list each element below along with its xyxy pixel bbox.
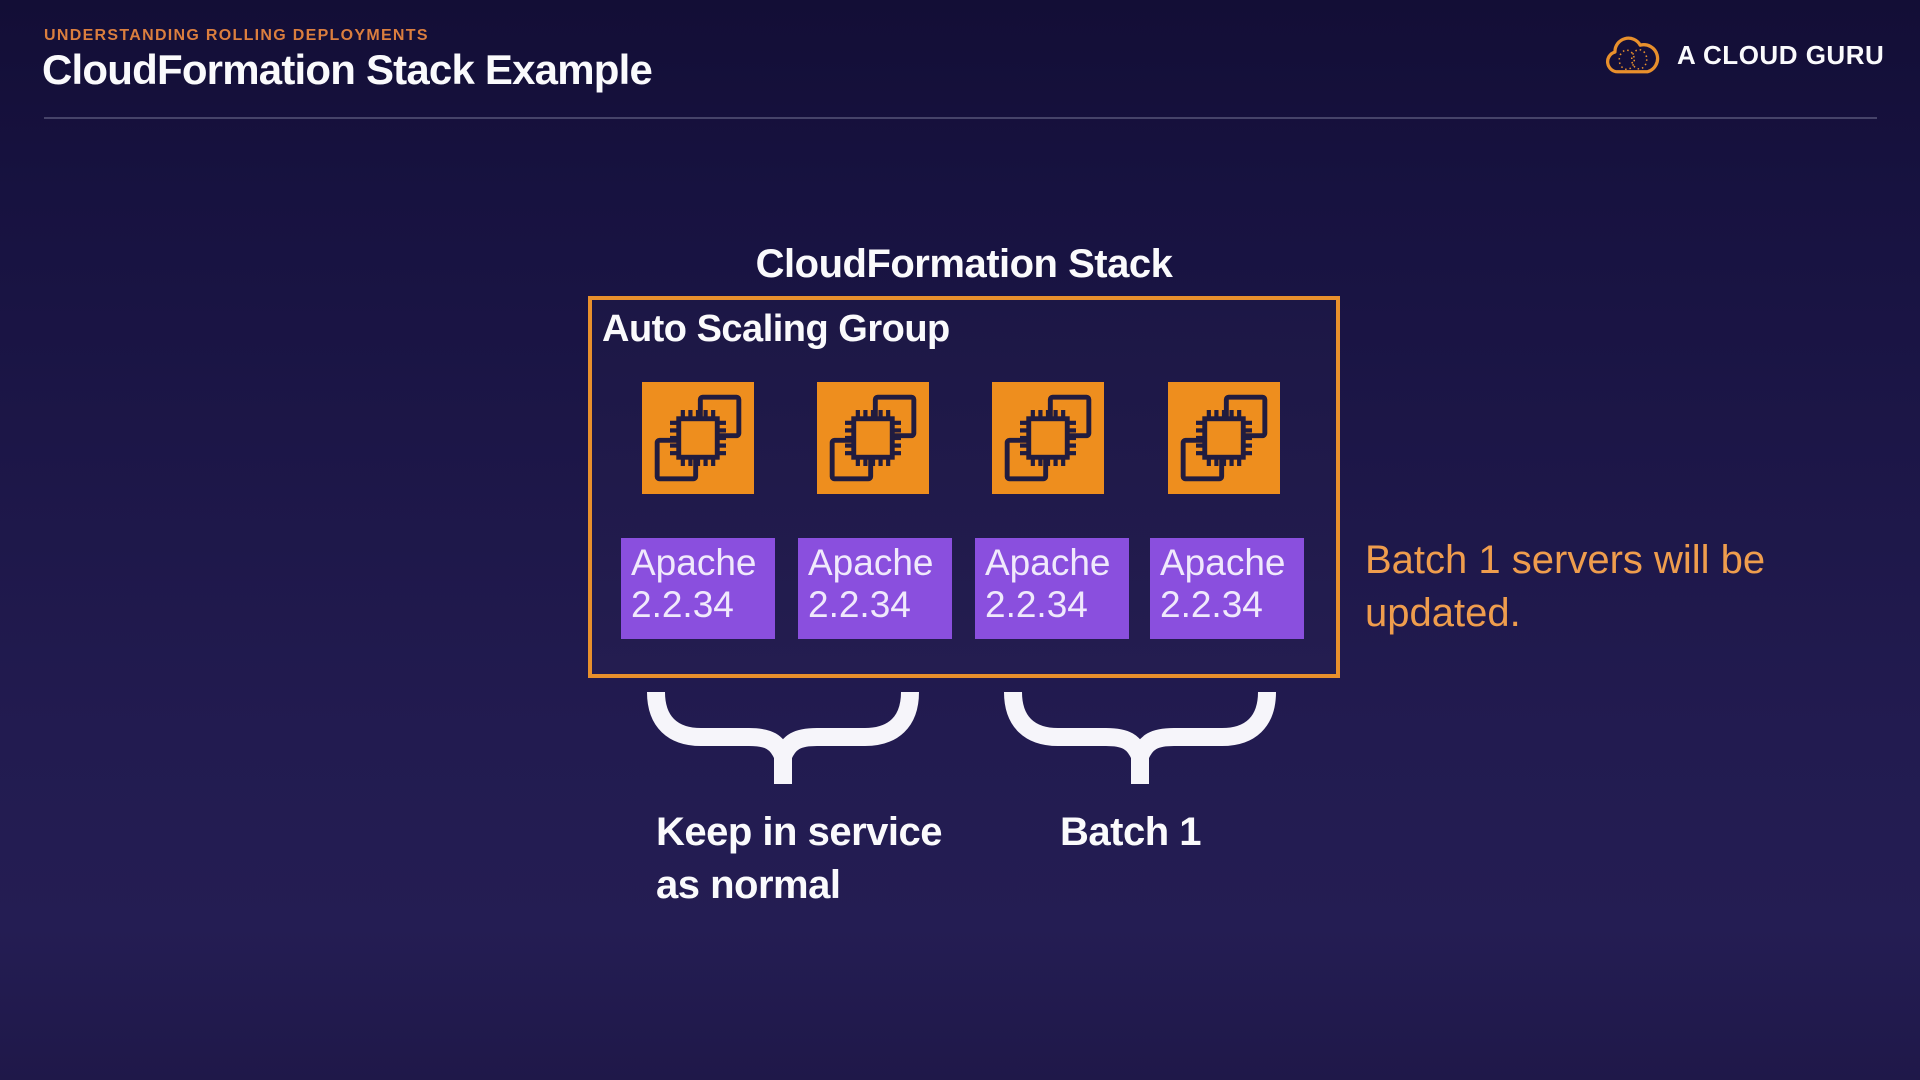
underbrace-icon [647, 690, 919, 786]
auto-scaling-group-label: Auto Scaling Group [602, 308, 950, 350]
brand-name: A CLOUD GURU [1677, 39, 1885, 70]
server-version: 2.2.34 [985, 584, 1088, 625]
server-version: 2.2.34 [631, 584, 734, 625]
server-software: Apache [1160, 542, 1286, 583]
ec2-instance-icon [642, 382, 754, 494]
server-version-badge: Apache 2.2.34 [1150, 538, 1304, 639]
group-label-line: Keep in service [656, 810, 943, 854]
group-label-keep-in-service: Keep in service as normal [656, 806, 943, 912]
page-title: CloudFormation Stack Example [42, 46, 653, 93]
group-label-batch-1: Batch 1 [1060, 806, 1202, 859]
cloudformation-stack-label: CloudFormation Stack [755, 242, 1173, 286]
group-label-line: as normal [656, 863, 841, 907]
server-version: 2.2.34 [808, 584, 911, 625]
server-software: Apache [631, 542, 757, 583]
server-version-badge: Apache 2.2.34 [975, 538, 1129, 639]
auto-scaling-group-box: Auto Scaling Group Apache 2.2.34 Apache … [588, 296, 1340, 678]
brand-logo: A CLOUD GURU [1601, 29, 1891, 81]
cloud-logo-icon [1601, 31, 1665, 79]
ec2-instance-icon [992, 382, 1104, 494]
server-version-badge: Apache 2.2.34 [798, 538, 952, 639]
server-software: Apache [985, 542, 1111, 583]
lesson-eyebrow: UNDERSTANDING ROLLING DEPLOYMENTS [44, 27, 429, 44]
server-version-badge: Apache 2.2.34 [621, 538, 775, 639]
server-software: Apache [808, 542, 934, 583]
header-divider [44, 117, 1877, 119]
ec2-instance-icon [1168, 382, 1280, 494]
group-label-line: Batch 1 [1060, 810, 1202, 854]
batch-annotation: Batch 1 servers will be updated. [1365, 538, 1766, 635]
ec2-instance-icon [817, 382, 929, 494]
server-version: 2.2.34 [1160, 584, 1263, 625]
underbrace-icon [1004, 690, 1276, 786]
